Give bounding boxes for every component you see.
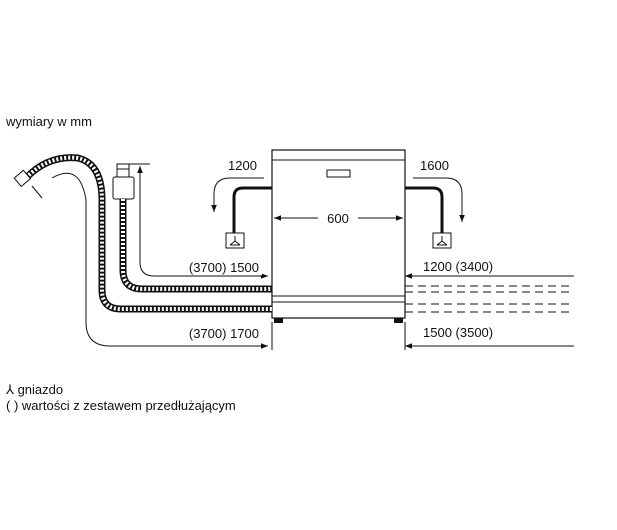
width-dimension: 600 bbox=[274, 211, 403, 226]
drain-hose-end bbox=[13, 169, 32, 188]
left-foot bbox=[274, 318, 283, 323]
control-panel bbox=[326, 169, 351, 178]
left-power-cable: 1200 bbox=[211, 158, 272, 249]
left-socket-dim-text: 1200 bbox=[228, 158, 257, 173]
water-tap-valve bbox=[112, 176, 135, 200]
upper-hose-dim-text: (3700) 1500 bbox=[189, 260, 259, 275]
left-socket-icon bbox=[225, 232, 245, 249]
right-hose-routing: 1200 (3400) 1500 (3500) bbox=[405, 259, 574, 349]
drain-hose: (3700) 1700 bbox=[13, 154, 272, 349]
units-label: wymiary w mm bbox=[6, 114, 92, 129]
right-power-cable: 1600 bbox=[405, 158, 465, 249]
right-upper-dim-text: 1200 (3400) bbox=[423, 259, 493, 274]
right-socket-dim-text: 1600 bbox=[420, 158, 449, 173]
right-foot bbox=[394, 318, 403, 323]
width-dim-text: 600 bbox=[327, 211, 349, 226]
right-socket-icon bbox=[432, 232, 452, 249]
legend-socket-row: ⅄ gniazdo bbox=[6, 382, 63, 397]
dishwasher-body bbox=[271, 149, 406, 323]
legend-bracket-row: ( ) wartości z zestawem przedłużającym bbox=[6, 398, 236, 413]
lower-hose-dim-text: (3700) 1700 bbox=[189, 326, 259, 341]
bracket-symbol: ( ) bbox=[6, 398, 19, 413]
inlet-hose: (3700) 1500 bbox=[112, 163, 272, 293]
socket-symbol-icon: ⅄ bbox=[6, 382, 14, 397]
legend-bracket-label: wartości z zestawem przedłużającym bbox=[21, 398, 236, 413]
legend-socket-label: gniazdo bbox=[17, 382, 64, 397]
right-lower-dim-text: 1500 (3500) bbox=[423, 325, 493, 340]
